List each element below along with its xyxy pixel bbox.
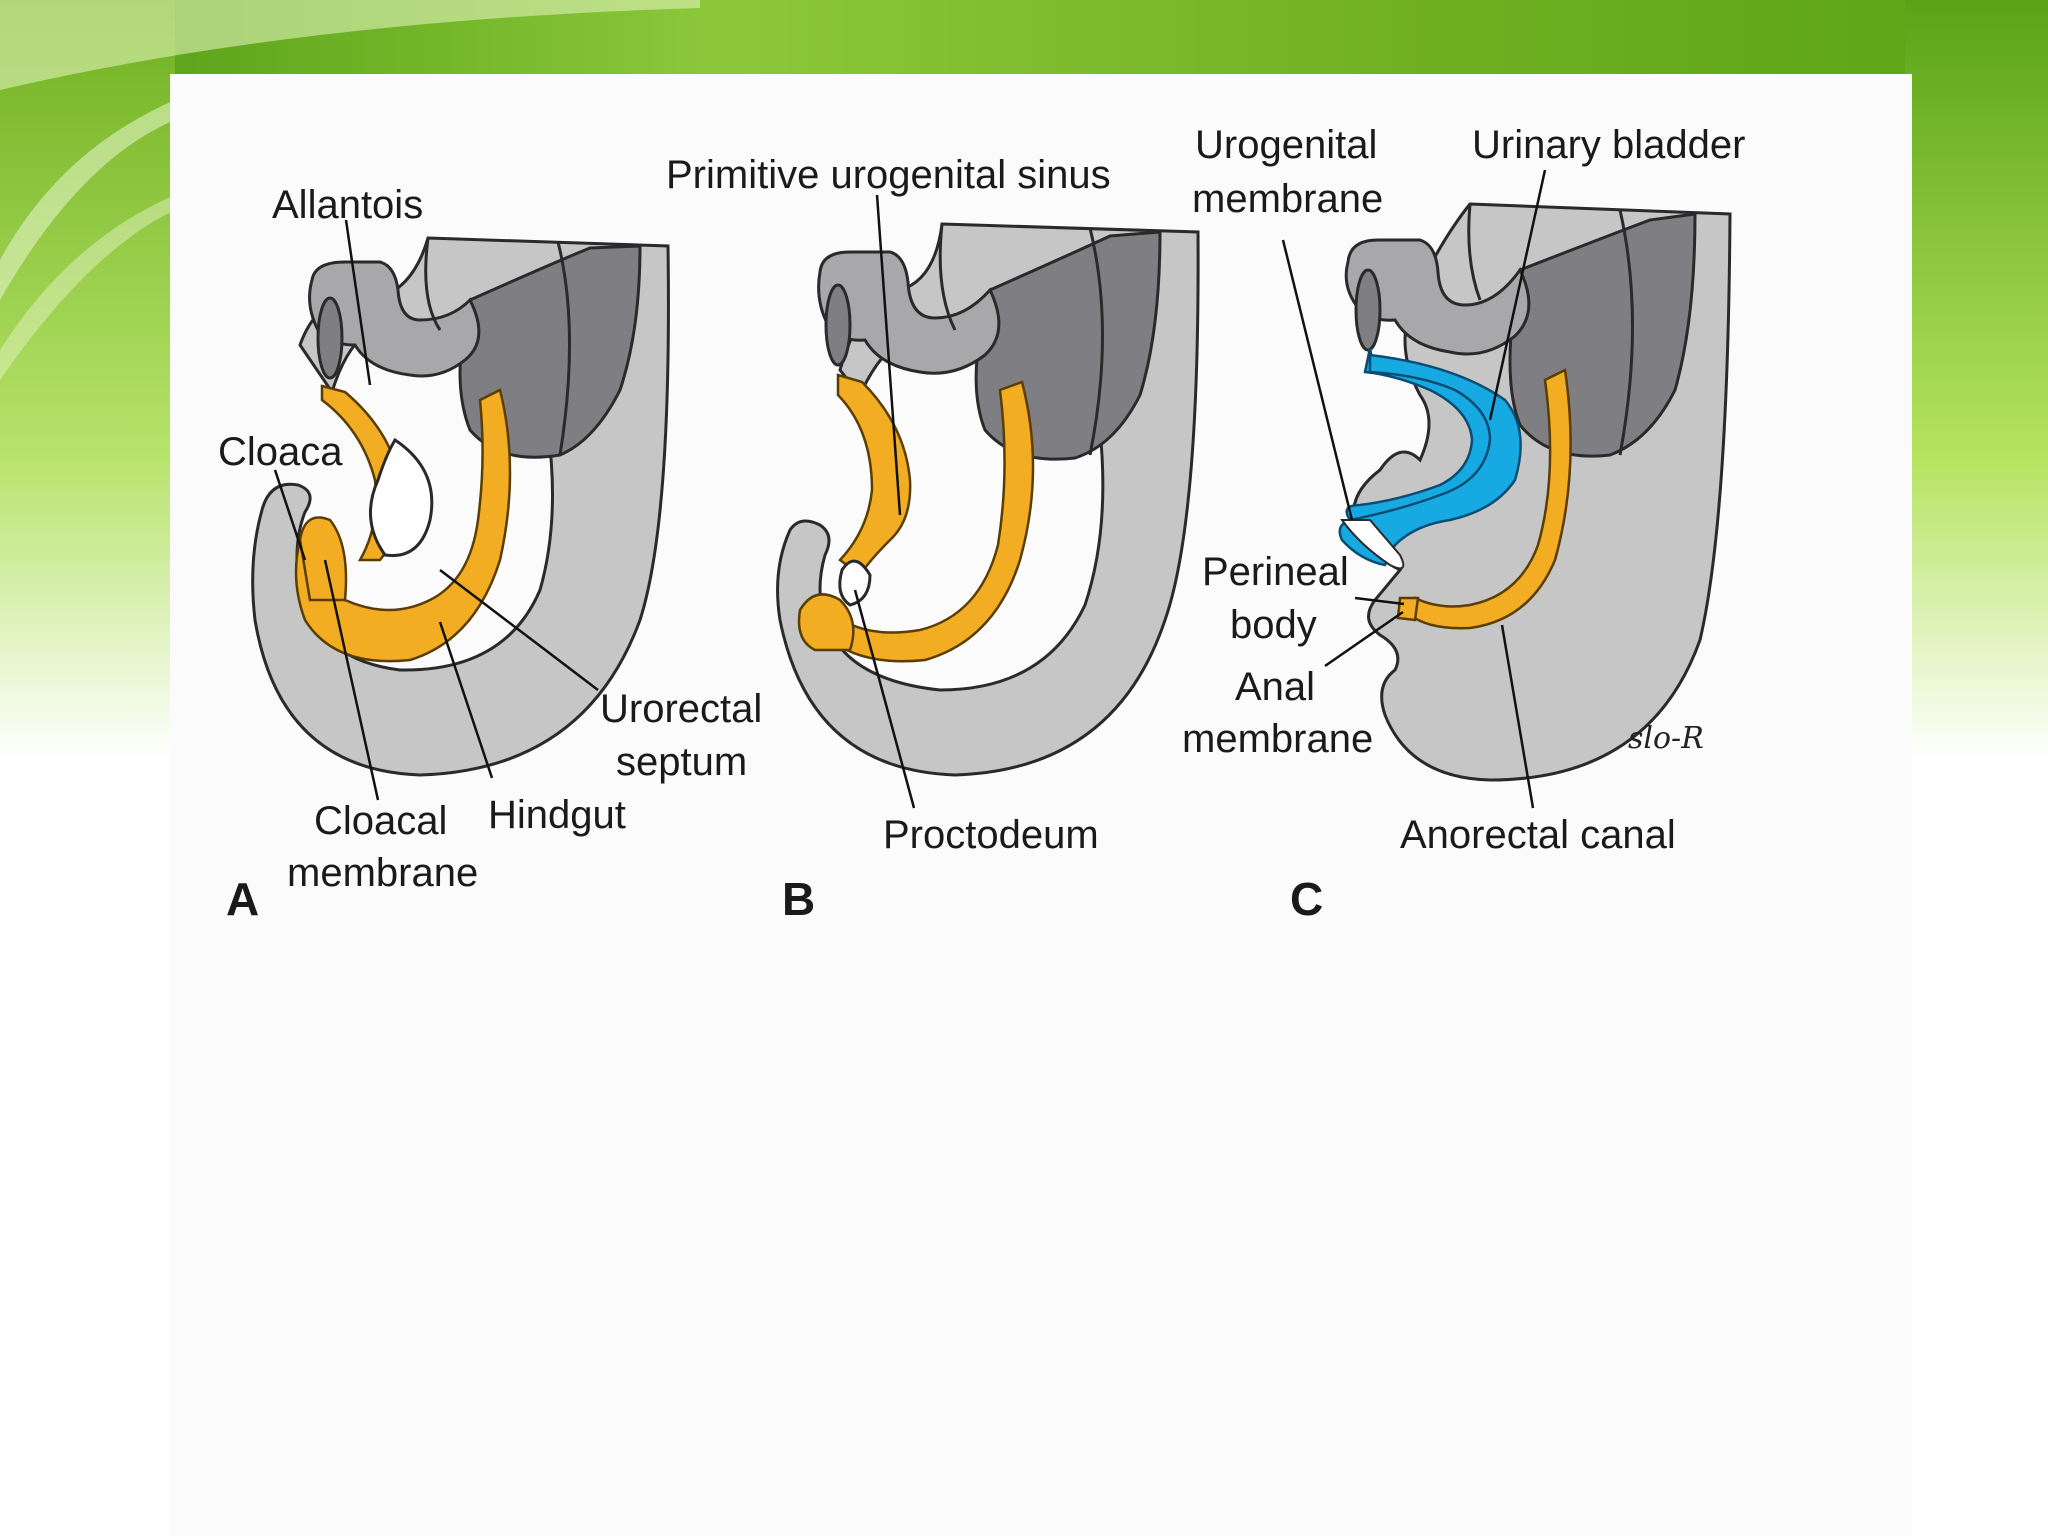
- panel-c-labels: Urogenital membrane Urinary bladder Peri…: [1182, 123, 1745, 925]
- label-urogenital-membrane-line1: Urogenital: [1195, 123, 1377, 167]
- label-urogenital-membrane-line2: membrane: [1192, 177, 1383, 221]
- panel-b-labels: Primitive urogenital sinus Proctodeum B: [666, 153, 1111, 925]
- label-hindgut: Hindgut: [488, 793, 626, 837]
- label-urorectal-septum-line1: Urorectal: [600, 687, 762, 731]
- label-allantois: Allantois: [272, 183, 423, 227]
- label-anal-membrane-line1: Anal: [1235, 665, 1315, 709]
- panel-letter-b: B: [782, 873, 815, 925]
- panel-b-drawing: [776, 222, 1200, 777]
- label-urorectal-septum-line2: septum: [616, 740, 747, 784]
- label-cloaca: Cloaca: [218, 430, 343, 474]
- label-primitive-urogenital-sinus: Primitive urogenital sinus: [666, 153, 1111, 197]
- artist-signature: slo-R: [1628, 721, 1704, 756]
- label-anal-membrane-line2: membrane: [1182, 717, 1373, 761]
- panel-letter-c: C: [1290, 873, 1323, 925]
- leader-lines: [273, 169, 1547, 809]
- label-perineal-body-line1: Perineal: [1202, 550, 1349, 594]
- label-cloacal-membrane-line1: Cloacal: [314, 799, 447, 843]
- label-perineal-body-line2: body: [1230, 603, 1317, 647]
- panel-c-drawing: [1338, 202, 1732, 782]
- panel-letter-a: A: [226, 873, 259, 925]
- label-anorectal-canal: Anorectal canal: [1400, 813, 1676, 857]
- label-proctodeum: Proctodeum: [883, 813, 1099, 857]
- label-urinary-bladder: Urinary bladder: [1472, 123, 1745, 167]
- panel-a-labels: Allantois Cloaca Urorectal septum Cloaca…: [218, 183, 762, 925]
- panel-a-drawing: [251, 236, 670, 777]
- label-cloacal-membrane-line2: membrane: [287, 851, 478, 895]
